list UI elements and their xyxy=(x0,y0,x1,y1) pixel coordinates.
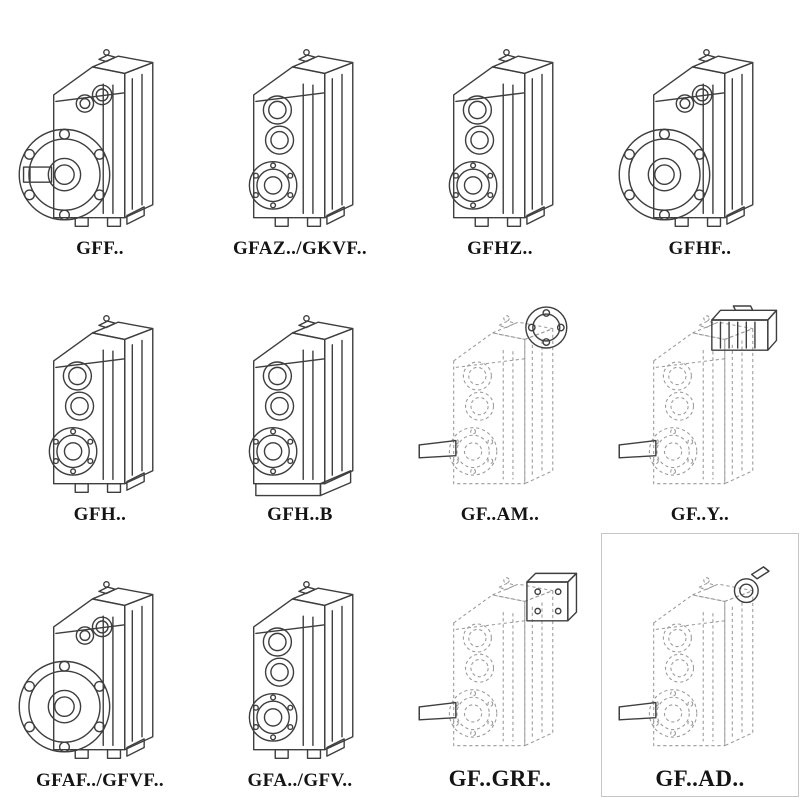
gearbox-figure xyxy=(418,306,568,485)
dashed-am-flange-gearbox-drawing xyxy=(406,290,594,502)
catalog-cell: GF..GRF.. xyxy=(400,532,600,798)
catalog-cell: GFHZ.. xyxy=(400,0,600,266)
catalog-cell: GFH..B xyxy=(200,266,400,532)
dashed-adapter-gearbox-drawing xyxy=(406,552,594,764)
catalog-cell: GFF.. xyxy=(0,0,200,266)
gearbox-figure xyxy=(248,314,354,497)
model-label: GFF.. xyxy=(76,238,124,259)
gearbox-figure xyxy=(618,48,754,228)
gearbox-figure xyxy=(18,580,154,760)
model-label: GF..AD.. xyxy=(655,766,745,791)
catalog-cell: GFH.. xyxy=(0,266,200,532)
model-label: GFH..B xyxy=(267,504,333,525)
two-bore-foot-gearbox-drawing xyxy=(206,290,394,502)
model-label: GFHZ.. xyxy=(467,238,533,259)
gearbox-figure xyxy=(418,572,578,747)
two-bore-gearbox-drawing xyxy=(206,24,394,236)
gearbox-figure xyxy=(618,566,770,747)
two-bore-gearbox-drawing xyxy=(206,556,394,768)
gearbox-figure xyxy=(18,48,154,228)
model-label: GFH.. xyxy=(73,504,127,525)
model-label: GFA../GFV.. xyxy=(247,770,353,791)
gearbox-figure xyxy=(48,314,154,494)
dashed-motor-gearbox-drawing xyxy=(606,290,794,502)
two-bore-gearbox-drawing xyxy=(406,24,594,236)
catalog-cell: GFA../GFV.. xyxy=(200,532,400,798)
flange-hollow-gearbox-drawing xyxy=(606,24,794,236)
gearbox-figure xyxy=(448,48,554,228)
gearbox-figure xyxy=(248,48,354,228)
model-label: GFAZ../GKVF.. xyxy=(233,238,367,259)
flange-hollow-gearbox-drawing xyxy=(6,556,194,768)
catalog-cell: GFAZ../GKVF.. xyxy=(200,0,400,266)
flange-shaft-gearbox-drawing xyxy=(6,24,194,236)
model-label: GFHF.. xyxy=(668,238,732,259)
gearbox-figure xyxy=(248,580,354,760)
model-label: GF..AM.. xyxy=(460,504,540,525)
catalog-cell: GF..AM.. xyxy=(400,266,600,532)
dashed-input-shaft-gearbox-drawing xyxy=(606,552,794,764)
catalog-cell: GFAF../GFVF.. xyxy=(0,532,200,798)
gearbox-figure xyxy=(618,305,778,485)
catalog-cell: GF..AD.. xyxy=(600,532,800,798)
catalog-cell: GF..Y.. xyxy=(600,266,800,532)
model-label: GF..GRF.. xyxy=(448,766,552,791)
model-label: GFAF../GFVF.. xyxy=(35,770,164,791)
model-label: GF..Y.. xyxy=(670,504,730,525)
catalog-cell: GFHF.. xyxy=(600,0,800,266)
two-bore-gearbox-drawing xyxy=(6,290,194,502)
